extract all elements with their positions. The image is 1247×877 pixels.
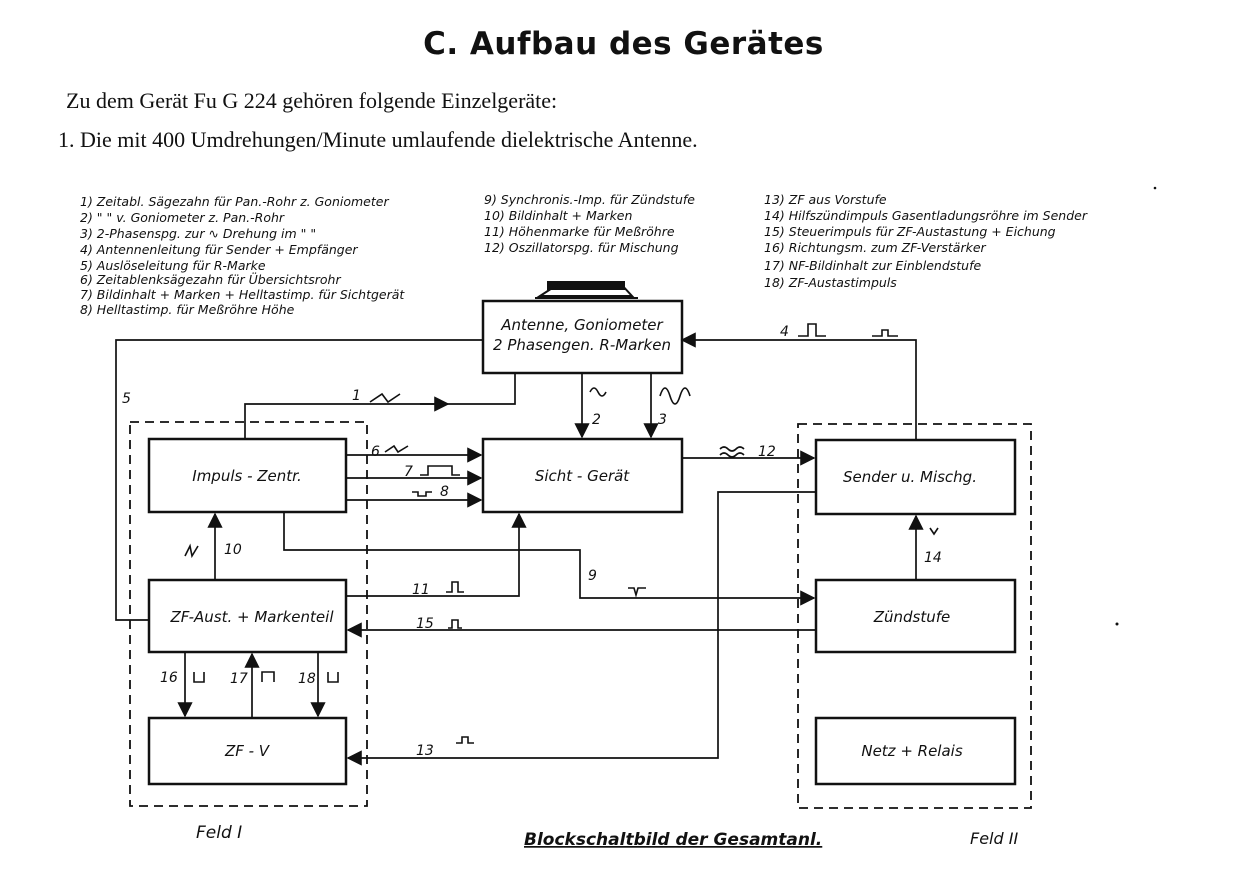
pulse-waveform-9 (628, 587, 646, 598)
wave-waveform-12 (719, 446, 745, 458)
pulse-waveform-15 (448, 619, 462, 629)
sichtgeraet-box (481, 437, 684, 514)
signal-number: 3 (658, 412, 667, 428)
diagram-caption: Blockschaltbild der Gesamtanl. (524, 830, 822, 850)
signal-number: 9 (588, 568, 597, 584)
signal-number: 13 (416, 743, 434, 759)
zuendstufe-label: Zündstufe (873, 608, 951, 626)
pulse-waveform-4 (798, 323, 826, 337)
legend-item: 12) Oszillatorspg. für Mischung (484, 240, 679, 255)
sender-label: Sender u. Mischg. (843, 468, 977, 486)
feld-1-label: Feld I (196, 823, 242, 843)
pulse-waveform-16 (193, 672, 205, 683)
intro-text: Zu dem Gerät Fu G 224 gehören folgende E… (66, 88, 558, 113)
pulse-waveform-11 (446, 581, 464, 593)
netz-relais-label: Netz + Relais (861, 742, 962, 760)
signal-number: 11 (412, 582, 430, 598)
sine-waveform-2 (589, 387, 607, 397)
zf-v-label: ZF - V (224, 742, 271, 760)
pulse-waveform-18 (327, 672, 339, 683)
sawtooth-waveform-6 (384, 444, 409, 454)
legend-item: 16) Richtungsm. zum ZF-Verstärker (764, 240, 987, 255)
signal-number: 14 (924, 550, 942, 566)
signal-number: 17 (230, 671, 248, 687)
list-item-antenna: 1. Die mit 400 Umdrehungen/Minute umlauf… (58, 127, 698, 152)
legend-item: 10) Bildinhalt + Marken (484, 208, 632, 223)
signal-number: 5 (122, 391, 131, 407)
zuendstufe-box (814, 578, 1017, 654)
legend-item: 13) ZF aus Vorstufe (764, 192, 887, 207)
legend-item: 5) Auslöseleitung für R-Marke (80, 258, 266, 273)
pulse-waveform-17 (261, 671, 275, 682)
signal-number: 7 (404, 464, 413, 480)
zf-austastung-label: ZF-Aust. + Markenteil (169, 608, 334, 626)
sine-waveform-3 (659, 387, 691, 405)
connection-1 (244, 373, 516, 439)
pulse-waveform-4b (872, 329, 898, 337)
antenne-label-1: Antenne, Goniometer (500, 316, 663, 334)
netz-relais-box (814, 716, 1017, 786)
signal-number: 10 (224, 542, 242, 558)
pulse-waveform-14 (929, 527, 939, 536)
signal-number: 2 (592, 412, 601, 428)
zf-verstaerker-box (147, 716, 348, 786)
signal-number: 16 (160, 670, 178, 686)
antenne-label-2: 2 Phasengen. R-Marken (493, 336, 671, 354)
legend-item: 6) Zeitablenksägezahn für Übersichtsrohr (80, 271, 341, 287)
legend-item: 4) Antennenleitung für Sender + Empfänge… (80, 242, 358, 257)
legend-item: 7) Bildinhalt + Marken + Helltastimp. fü… (80, 287, 405, 302)
legend: 1) Zeitabl. Sägezahn für Pan.-Rohr z. Go… (80, 192, 1088, 317)
antenna-icon (535, 281, 638, 299)
pulse-waveform-13 (456, 736, 474, 744)
legend-item: 15) Steuerimpuls für ZF-Austastung + Eic… (764, 224, 1056, 239)
signal-number: 6 (371, 444, 380, 460)
connection-5 (115, 339, 483, 621)
zf-austastung-markenteil-box (147, 578, 348, 654)
feld-2-label: Feld II (970, 829, 1018, 848)
signal-number: 8 (440, 484, 449, 500)
impuls-zentrale-box (147, 437, 348, 514)
signal-number: 1 (352, 388, 361, 404)
legend-item: 18) ZF-Austastimpuls (764, 275, 897, 290)
page-title: C. Aufbau des Gerätes (423, 26, 824, 62)
connection-13 (346, 491, 816, 766)
legend-item: 11) Höhenmarke für Meßröhre (484, 224, 675, 239)
signal-number: 15 (416, 616, 434, 632)
legend-item: 17) NF-Bildinhalt zur Einblendstufe (764, 258, 981, 273)
legend-item: 14) Hilfszündimpuls Gasentladungsröhre i… (764, 208, 1088, 223)
impuls-zentrale-label: Impuls - Zentr. (192, 467, 301, 485)
signal-number: 18 (298, 671, 316, 687)
pulse-waveform-7 (420, 465, 460, 476)
connection-9 (283, 512, 816, 606)
legend-item: 1) Zeitabl. Sägezahn für Pan.-Rohr z. Go… (80, 194, 389, 209)
sawtooth-waveform-1 (369, 392, 401, 404)
feld-1-boundary (129, 421, 368, 807)
sichtgeraet-label: Sicht - Gerät (535, 467, 630, 485)
pulse-waveform-8 (412, 491, 432, 497)
connection-11 (346, 512, 527, 597)
legend-item: 8) Helltastimp. für Meßröhre Höhe (80, 302, 295, 317)
connection-4 (680, 332, 917, 440)
feld-2-boundary (797, 423, 1032, 809)
signal-number: 12 (758, 444, 776, 460)
signal-number: 4 (780, 324, 789, 340)
pulse-waveform-10 (184, 543, 199, 559)
legend-item: 9) Synchronis.-Imp. für Zündstufe (484, 192, 695, 207)
legend-item: 3) 2-Phasenspg. zur ∿ Drehung im " " (80, 226, 316, 241)
legend-item: 2) " " v. Goniometer z. Pan.-Rohr (80, 210, 285, 225)
